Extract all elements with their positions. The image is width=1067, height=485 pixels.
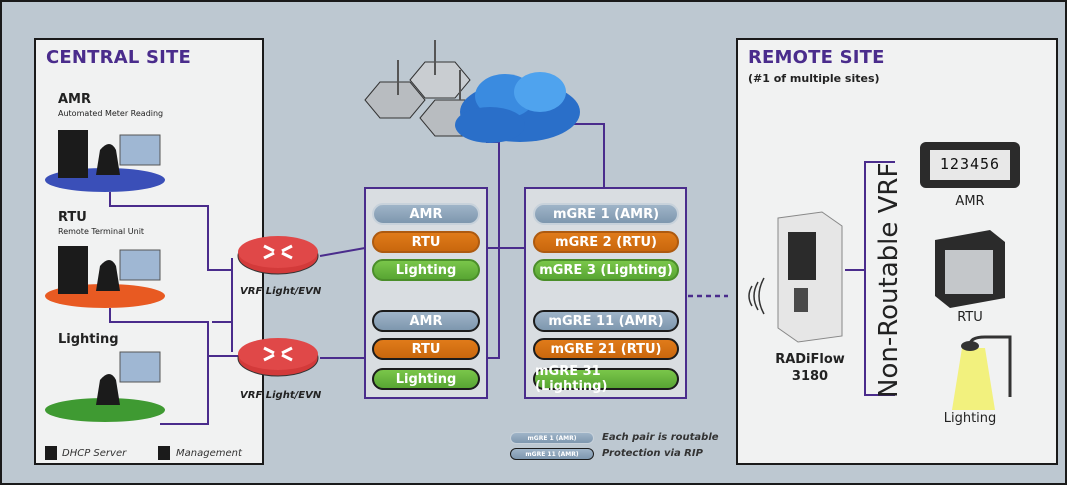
amr-device-title: AMR xyxy=(58,92,92,107)
lighting-device-title: Lighting xyxy=(58,332,119,347)
remote-rtu-label: RTU xyxy=(957,310,983,325)
router-label-2: VRF Light/EVN xyxy=(240,390,322,401)
mgre-pill-1: mGRE 1 (AMR) xyxy=(533,203,679,225)
remote-amr-label: AMR xyxy=(955,194,985,209)
radiflow-model: 3180 xyxy=(791,369,829,384)
cloud-icon xyxy=(455,72,580,143)
rtu-device-title: RTU xyxy=(58,210,87,225)
wireless-signal-icon xyxy=(748,277,765,315)
router-label-1: VRF Light/EVN xyxy=(240,286,322,297)
vrf-pill-rtu-2: RTU xyxy=(372,338,480,360)
non-routable-vrf-label: Non-Routable VRF xyxy=(874,162,904,398)
remote-lighting-label: Lighting xyxy=(943,411,997,426)
management-label: Management xyxy=(176,448,242,459)
meter-digits: 123456 xyxy=(939,155,1001,173)
legend-pill-1: mGRE 1 (AMR) xyxy=(510,432,594,444)
rtu-device-subtitle: Remote Terminal Unit xyxy=(58,227,145,236)
lighting-workstation-icon xyxy=(45,351,165,422)
mgre-pill-21: mGRE 21 (RTU) xyxy=(533,338,679,360)
legend-pill-2: mGRE 11 (AMR) xyxy=(510,448,594,460)
legend-text-2: Protection via RIP xyxy=(602,448,703,459)
street-light-icon xyxy=(952,335,1012,410)
remote-site-subtitle: (#1 of multiple sites) xyxy=(748,72,880,85)
vrf-pill-lighting-2: Lighting xyxy=(372,368,480,390)
mgre-pill-11: mGRE 11 (AMR) xyxy=(533,310,679,332)
radiflow-router-icon xyxy=(777,211,843,343)
remote-site-title: REMOTE SITE xyxy=(748,47,885,68)
central-site-title: CENTRAL SITE xyxy=(46,47,192,68)
amr-workstation-icon xyxy=(45,130,165,192)
vrf-pill-lighting-1: Lighting xyxy=(372,259,480,281)
radiflow-name: RADiFlow xyxy=(775,352,845,367)
amr-meter-icon xyxy=(920,142,1020,188)
amr-device-subtitle: Automated Meter Reading xyxy=(58,109,164,118)
mgre-pill-2: mGRE 2 (RTU) xyxy=(533,231,679,253)
dhcp-server-label: DHCP Server xyxy=(62,448,127,459)
mgre-pill-3: mGRE 3 (Lighting) xyxy=(533,259,679,281)
legend-text-1: Each pair is routable xyxy=(602,432,719,443)
management-icon xyxy=(158,446,170,460)
vrf-pill-amr-2: AMR xyxy=(372,310,480,332)
vrf-pill-amr-1: AMR xyxy=(372,203,480,225)
vrf-router-icon-2 xyxy=(237,338,319,377)
rtu-cabinet-icon xyxy=(935,230,1005,308)
connection-lines xyxy=(109,123,895,425)
rtu-workstation-icon xyxy=(45,246,165,308)
vrf-router-icon-1 xyxy=(237,236,319,275)
vrf-pill-rtu-1: RTU xyxy=(372,231,480,253)
dhcp-server-icon xyxy=(45,446,57,460)
mgre-pill-31: mGRE 31 (Lighting) xyxy=(533,364,679,394)
